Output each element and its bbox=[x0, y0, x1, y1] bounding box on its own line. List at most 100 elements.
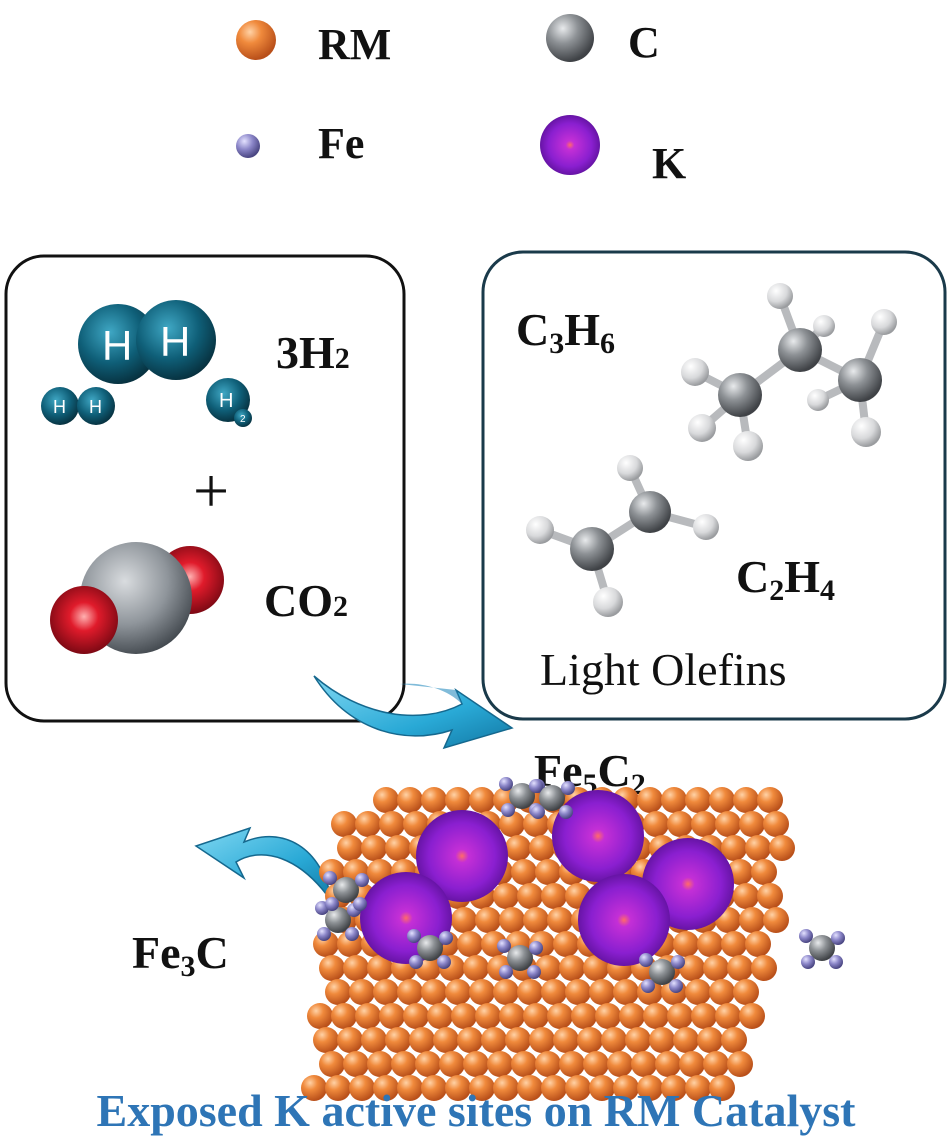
rm-atom bbox=[397, 979, 423, 1005]
fe-atom bbox=[799, 929, 813, 943]
rm-atom bbox=[487, 1051, 513, 1077]
rm-atom bbox=[397, 787, 423, 813]
rm-atom bbox=[613, 979, 639, 1005]
rm-atom bbox=[745, 835, 771, 861]
legend-item-c: C bbox=[546, 14, 660, 67]
rm-atom bbox=[457, 1027, 483, 1053]
h-atom-label: H bbox=[219, 390, 233, 412]
rm-atom bbox=[529, 1027, 555, 1053]
rm-atom bbox=[499, 907, 525, 933]
rm-atom bbox=[535, 955, 561, 981]
propylene-formula: C3H6 bbox=[516, 304, 615, 360]
rm-atom bbox=[421, 979, 447, 1005]
rm-atom bbox=[739, 1003, 765, 1029]
rm-atom bbox=[553, 931, 579, 957]
legend-label-k: K bbox=[652, 139, 686, 188]
rm-atom bbox=[373, 979, 399, 1005]
fe-atom bbox=[353, 897, 367, 911]
rm-atom bbox=[367, 955, 393, 981]
rm-atom bbox=[403, 811, 429, 837]
legend-label-fe: Fe bbox=[318, 119, 364, 168]
rm-atom bbox=[421, 787, 447, 813]
fe-atom bbox=[317, 927, 331, 941]
h-atom-label: H bbox=[160, 318, 190, 365]
rm-atom bbox=[709, 979, 735, 1005]
orange-sphere-icon bbox=[236, 20, 276, 60]
gray-sphere-icon bbox=[546, 14, 594, 62]
reactants-box: H H H H H 2 3H2 + CO2 bbox=[4, 254, 406, 723]
fe-atom bbox=[323, 871, 337, 885]
rm-atom bbox=[661, 787, 687, 813]
rm-atom bbox=[319, 1051, 345, 1077]
fe-atom bbox=[409, 955, 423, 969]
rm-atom bbox=[367, 1051, 393, 1077]
rm-atom bbox=[361, 1027, 387, 1053]
rm-atom bbox=[691, 811, 717, 837]
rm-atom bbox=[511, 1051, 537, 1077]
rm-atom bbox=[541, 883, 567, 909]
legend-item-fe: Fe bbox=[236, 119, 364, 168]
ethylene-molecule bbox=[526, 455, 719, 617]
fe-atom bbox=[561, 781, 575, 795]
rm-atom bbox=[331, 1003, 357, 1029]
fe-atom bbox=[345, 927, 359, 941]
rm-atom bbox=[619, 1003, 645, 1029]
rm-atom bbox=[523, 1003, 549, 1029]
fe3c-label: Fe3C bbox=[132, 927, 229, 983]
catalyst-surface bbox=[301, 777, 845, 1101]
rm-atom bbox=[559, 955, 585, 981]
rm-atom bbox=[703, 1051, 729, 1077]
rm-atom bbox=[451, 1003, 477, 1029]
rm-atom bbox=[547, 907, 573, 933]
rm-atom bbox=[523, 907, 549, 933]
rm-atom bbox=[649, 1027, 675, 1053]
rm-atom bbox=[355, 1003, 381, 1029]
rm-atom bbox=[445, 1075, 471, 1101]
rm-atom bbox=[721, 835, 747, 861]
rm-atom bbox=[673, 1027, 699, 1053]
rm-atom bbox=[373, 787, 399, 813]
rm-atom bbox=[631, 1051, 657, 1077]
rm-atom bbox=[583, 1051, 609, 1077]
rm-atom bbox=[595, 1003, 621, 1029]
c-atom bbox=[507, 945, 533, 971]
legend-item-k: K bbox=[540, 115, 686, 188]
rm-atom bbox=[379, 1003, 405, 1029]
rm-atom bbox=[607, 1051, 633, 1077]
rm-atom bbox=[511, 859, 537, 885]
rm-atom bbox=[709, 787, 735, 813]
fe-atom bbox=[639, 953, 653, 967]
rm-atom bbox=[685, 979, 711, 1005]
rm-atom bbox=[469, 979, 495, 1005]
legend-label-rm: RM bbox=[318, 20, 391, 69]
rm-atom bbox=[397, 1075, 423, 1101]
c-atom bbox=[509, 783, 535, 809]
rm-atom bbox=[727, 955, 753, 981]
rm-atom bbox=[643, 1003, 669, 1029]
rm-atom bbox=[577, 1027, 603, 1053]
fe-atom bbox=[501, 803, 515, 817]
fe-atom bbox=[831, 931, 845, 945]
c-atom bbox=[333, 877, 359, 903]
fe-atom bbox=[801, 955, 815, 969]
rm-atom bbox=[727, 1051, 753, 1077]
rm-atom bbox=[541, 979, 567, 1005]
rm-atom bbox=[643, 811, 669, 837]
figure-caption: Exposed K active sites on RM Catalyst bbox=[97, 1085, 857, 1136]
rm-atom bbox=[463, 955, 489, 981]
rm-atom bbox=[433, 1027, 459, 1053]
rm-atom bbox=[679, 955, 705, 981]
rm-atom bbox=[439, 1051, 465, 1077]
fe-atom bbox=[439, 931, 453, 945]
plus-sign: + bbox=[193, 455, 229, 526]
h-atom-label: H bbox=[89, 397, 102, 417]
rm-atom bbox=[523, 811, 549, 837]
arrow-to-products bbox=[313, 675, 514, 750]
c-atom bbox=[649, 959, 675, 985]
rm-atom bbox=[457, 931, 483, 957]
rm-atom bbox=[493, 1075, 519, 1101]
rm-atom bbox=[625, 1027, 651, 1053]
rm-atom bbox=[721, 931, 747, 957]
rm-atom bbox=[565, 1075, 591, 1101]
